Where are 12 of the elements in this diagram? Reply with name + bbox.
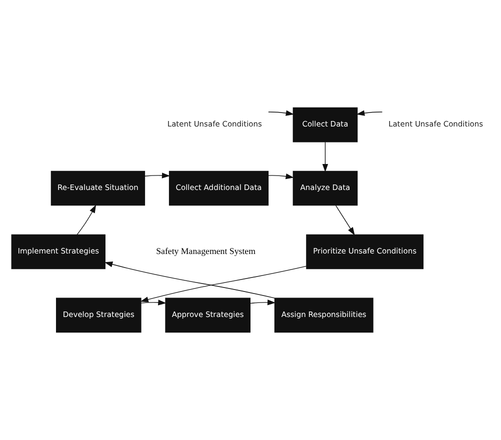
arrow — [268, 110, 294, 116]
arrow — [104, 262, 275, 298]
arrow — [144, 172, 170, 178]
arrow — [322, 142, 328, 172]
arrow — [140, 300, 166, 306]
label: Safety Management System — [156, 246, 256, 256]
arrow — [356, 110, 383, 116]
arrow — [336, 205, 355, 236]
arrow — [268, 174, 294, 180]
arrow — [140, 266, 307, 302]
arrow — [250, 300, 276, 306]
arrow — [76, 204, 96, 235]
